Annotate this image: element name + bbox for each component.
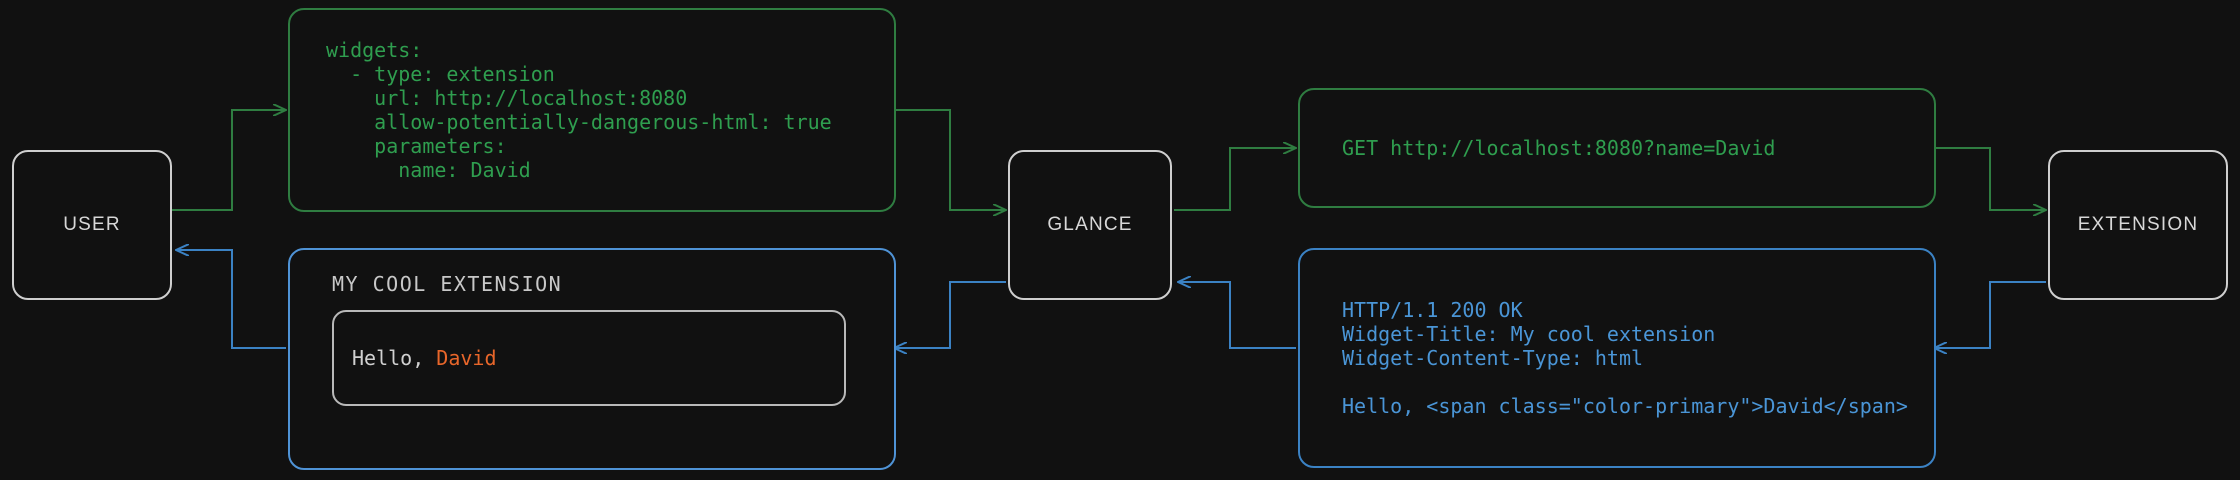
response-blank-line	[1342, 370, 1934, 394]
node-user-label: USER	[63, 214, 121, 235]
node-glance[interactable]: GLANCE	[1008, 150, 1172, 300]
bubble-http-response: HTTP/1.1 200 OK Widget-Title: My cool ex…	[1298, 248, 1936, 468]
rendered-widget-body: Hello, David	[332, 310, 846, 406]
wire-config-to-glance	[894, 109, 1006, 210]
node-user[interactable]: USER	[12, 150, 172, 300]
node-extension[interactable]: EXTENSION	[2048, 150, 2228, 300]
rendered-widget-greeting: Hello, David	[352, 346, 497, 370]
bubble-http-request: GET http://localhost:8080?name=David	[1298, 88, 1936, 208]
http-response-headers: HTTP/1.1 200 OK Widget-Title: My cool ex…	[1342, 298, 1716, 370]
wire-widget-to-user	[176, 250, 286, 349]
http-request-text: GET http://localhost:8080?name=David	[1342, 136, 1776, 160]
node-glance-label: GLANCE	[1047, 214, 1133, 235]
config-yaml-text: widgets: - type: extension url: http://l…	[326, 38, 832, 182]
bubble-config-yaml: widgets: - type: extension url: http://l…	[288, 8, 896, 212]
wire-glance-to-request	[1174, 148, 1296, 211]
http-response-body: Hello, <span class="color-primary">David…	[1342, 394, 1908, 418]
greeting-prefix: Hello,	[352, 346, 437, 370]
wire-extension-to-response	[1934, 281, 2046, 348]
wire-user-to-config	[172, 110, 286, 211]
wire-glance-to-widget	[894, 281, 1006, 348]
greeting-name: David	[436, 346, 497, 370]
rendered-widget-card[interactable]: MY COOL EXTENSION Hello, David	[288, 248, 896, 470]
rendered-widget-title: MY COOL EXTENSION	[332, 272, 563, 296]
node-extension-label: EXTENSION	[2077, 214, 2199, 235]
wire-request-to-extension	[1934, 147, 2046, 210]
wire-response-to-glance	[1178, 282, 1296, 349]
